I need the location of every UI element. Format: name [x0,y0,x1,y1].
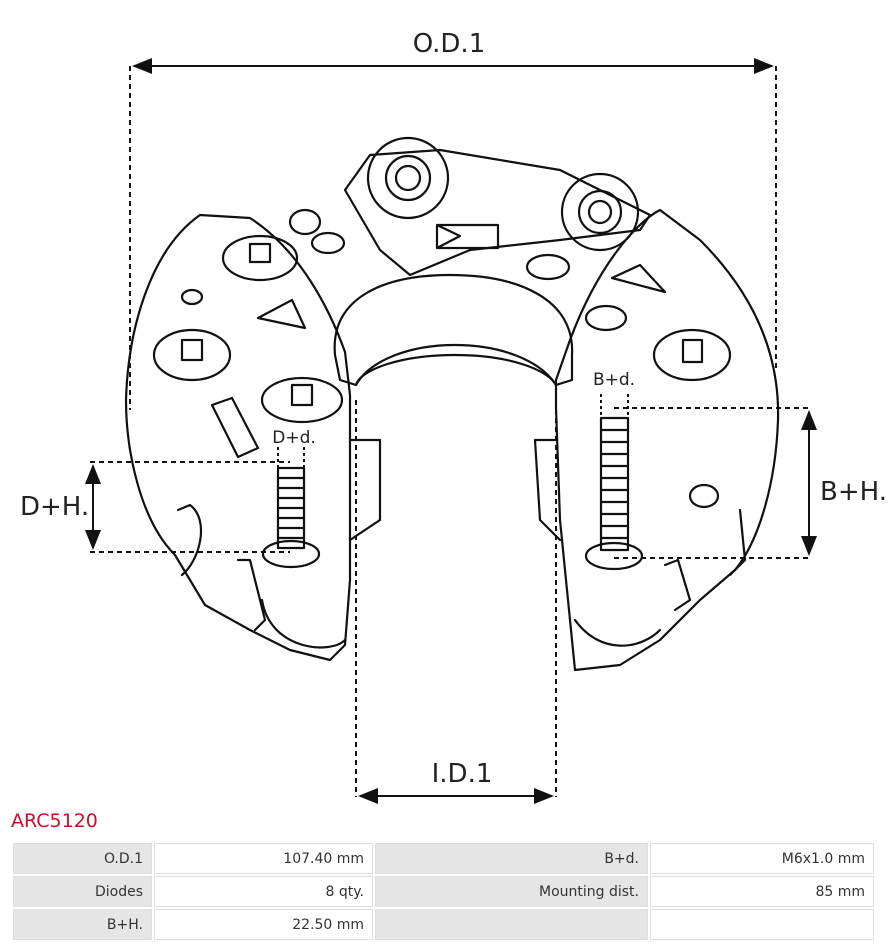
spec-value: 107.40 mm [154,843,373,874]
top-plate-outline [343,148,652,277]
id-label: I.D.1 [432,759,493,789]
specs-table: O.D.1 107.40 mm B+d. M6x1.0 mm Diodes 8 … [11,841,876,942]
arrow-mark-left [256,298,307,330]
spec-key: O.D.1 [13,843,152,874]
b-plus-bolt [584,416,644,571]
diode-pad-1 [221,234,299,282]
spec-key [375,909,648,940]
center-arch [333,273,574,387]
table-row: Diodes 8 qty. Mounting dist. 85 mm [13,876,874,907]
d-plus-bolt [261,466,321,569]
dh-label: D+H. [20,492,89,522]
diode-pad-2 [152,328,232,382]
spec-key: B+H. [13,909,152,940]
spec-value: 8 qty. [154,876,373,907]
spec-key: B+d. [375,843,648,874]
top-left-terminal [366,136,450,220]
spec-value: M6x1.0 mm [650,843,874,874]
top-slot [435,223,500,250]
dd-label: D+d. [272,428,316,448]
rectifier-technical-drawing: O.D.1 I.D.1 D+H. D+d. B+H. B+d. [20,29,887,804]
arrow-mark-right [610,263,667,294]
table-row: B+H. 22.50 mm [13,909,874,940]
diode-pad-3 [260,376,344,424]
bd-label: B+d. [593,370,635,390]
top-right-terminal [560,172,640,252]
left-plate-outline [124,213,352,662]
spec-key: Diodes [13,876,152,907]
table-row: O.D.1 107.40 mm B+d. M6x1.0 mm [13,843,874,874]
spec-value: 22.50 mm [154,909,373,940]
spec-key: Mounting dist. [375,876,648,907]
diode-pad-4 [652,328,732,382]
right-plate-outline [554,208,780,672]
od-label: O.D.1 [413,29,486,59]
left-slot [210,396,260,459]
spec-value [650,909,874,940]
bh-label: B+H. [820,477,887,507]
part-code: ARC5120 [11,810,98,832]
spec-value: 85 mm [650,876,874,907]
